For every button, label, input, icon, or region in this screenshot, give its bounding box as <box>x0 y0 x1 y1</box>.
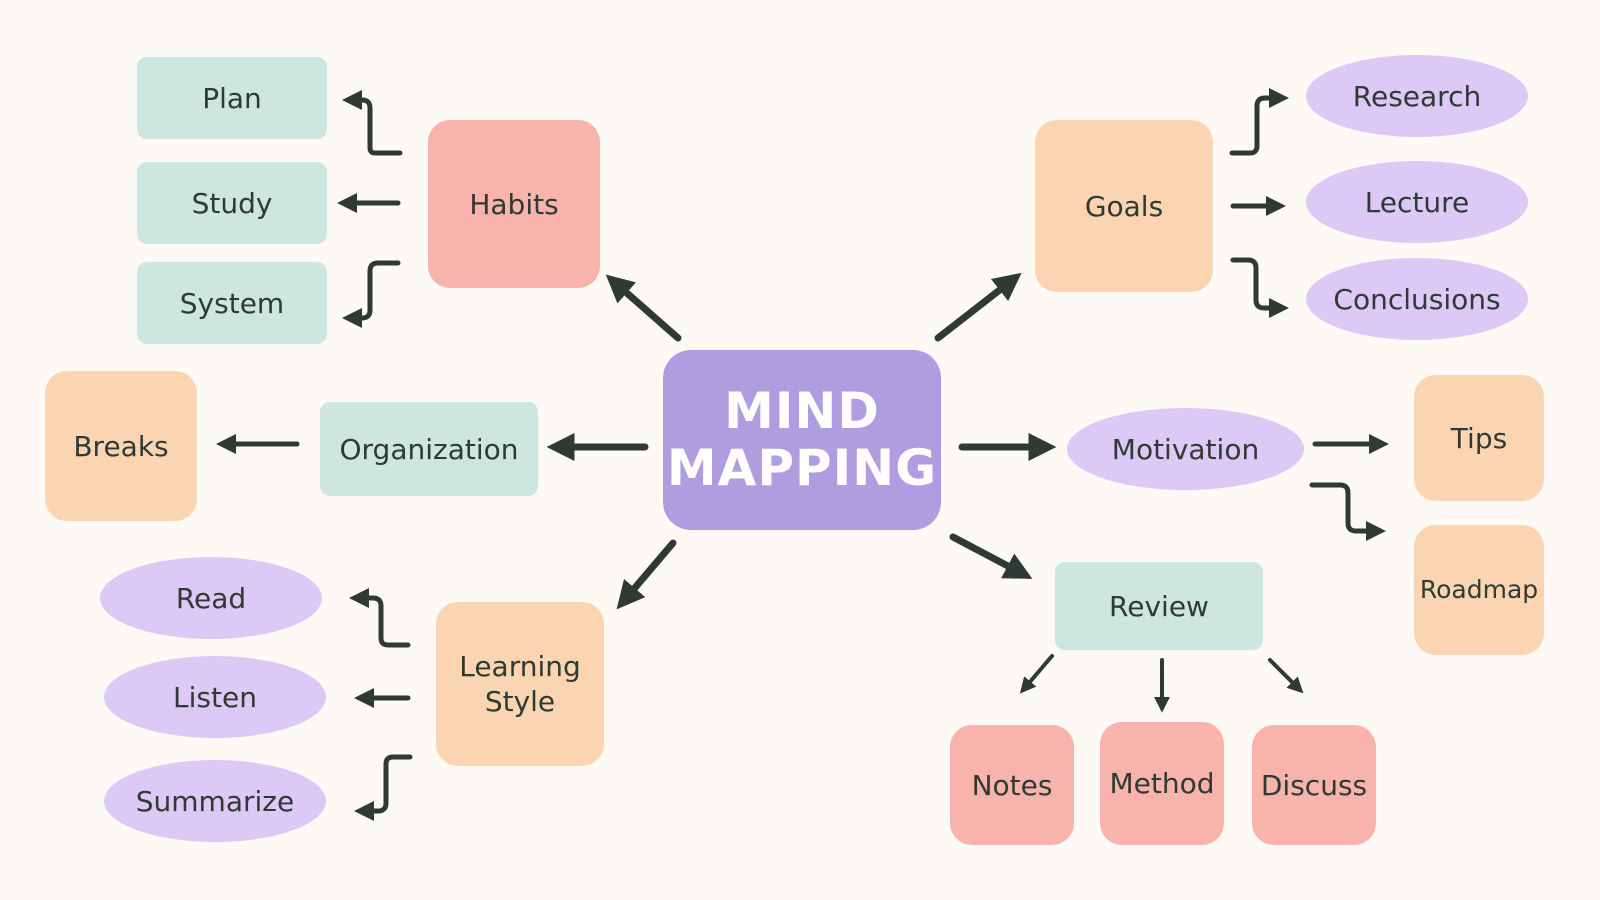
topic-learning-style-line1: Learning <box>459 650 581 683</box>
arrow-habits-to-system <box>342 260 401 328</box>
subtopic-conclusions[interactable]: Conclusions <box>1306 258 1528 340</box>
central-topic[interactable]: MIND MAPPING <box>663 350 941 530</box>
topic-motivation[interactable]: Motivation <box>1067 408 1304 490</box>
subtopic-roadmap[interactable]: Roadmap <box>1414 525 1544 655</box>
subtopic-system[interactable]: System <box>137 262 327 344</box>
subtopic-listen[interactable]: Listen <box>104 656 326 738</box>
subtopic-study[interactable]: Study <box>137 162 327 244</box>
arrow-habits-to-plan <box>342 90 403 156</box>
topic-organization[interactable]: Organization <box>320 402 538 496</box>
arrow-ls-to-read <box>349 588 411 648</box>
topic-learning-style-line2: Style <box>484 685 556 718</box>
topic-review[interactable]: Review <box>1055 562 1263 650</box>
subtopic-summarize[interactable]: Summarize <box>104 760 326 842</box>
subtopic-notes[interactable]: Notes <box>950 725 1074 845</box>
arrow-review-to-notes <box>1019 654 1054 694</box>
topic-learning-style[interactable]: Learning Style <box>436 602 604 766</box>
central-topic-line1: MIND <box>724 381 880 440</box>
arrow-center-to-goals <box>934 272 1022 342</box>
subtopic-discuss[interactable]: Discuss <box>1252 725 1376 845</box>
topic-habits[interactable]: Habits <box>428 120 600 288</box>
subtopic-plan[interactable]: Plan <box>137 57 327 139</box>
arrow-goals-to-conclusions <box>1230 257 1289 318</box>
subtopic-method[interactable]: Method <box>1100 722 1224 845</box>
arrow-center-to-learning-style <box>616 539 677 610</box>
central-topic-line2: MAPPING <box>666 439 938 497</box>
arrow-center-to-habits <box>605 274 682 342</box>
arrow-goals-to-research <box>1229 88 1289 156</box>
subtopic-research[interactable]: Research <box>1306 55 1528 137</box>
subtopic-breaks[interactable]: Breaks <box>45 371 197 521</box>
arrow-review-to-discuss <box>1268 658 1304 694</box>
subtopic-tips[interactable]: Tips <box>1414 375 1544 501</box>
subtopic-lecture[interactable]: Lecture <box>1306 161 1528 243</box>
topic-goals[interactable]: Goals <box>1035 120 1213 292</box>
arrow-ls-to-summarize <box>354 754 413 821</box>
arrow-motivation-to-roadmap <box>1309 482 1386 541</box>
subtopic-read[interactable]: Read <box>100 557 322 639</box>
arrow-center-to-review <box>949 533 1033 579</box>
